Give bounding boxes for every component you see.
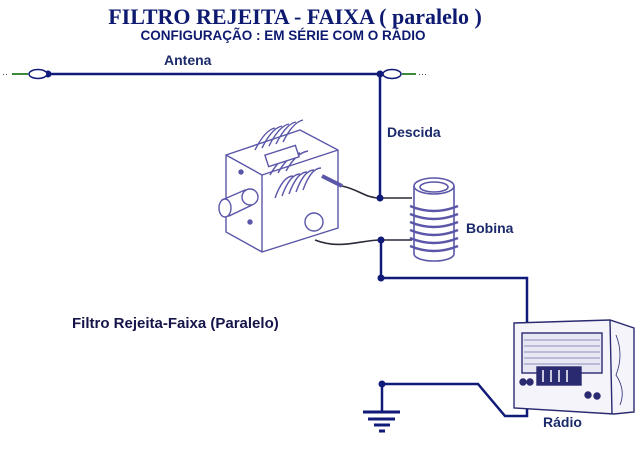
coil-label: Bobina bbox=[466, 220, 514, 236]
downlead-label: Descida bbox=[387, 124, 441, 140]
radio-label: Rádio bbox=[543, 414, 582, 430]
radio-icon bbox=[513, 319, 635, 415]
variable-capacitor-icon bbox=[218, 119, 343, 253]
svg-text:··: ·· bbox=[2, 69, 8, 79]
filter-label: Filtro Rejeita-Faixa (Paralelo) bbox=[72, 315, 279, 332]
diagram-subtitle: CONFIGURAÇÃO : EM SÉRIE COM O RÁDIO bbox=[140, 28, 426, 43]
ground-symbol-icon bbox=[363, 410, 400, 433]
diagram-title: FILTRO REJEITA - FAIXA ( paralelo ) bbox=[108, 4, 482, 29]
wires bbox=[48, 72, 529, 418]
coil-icon bbox=[409, 177, 459, 262]
right-insulator-icon: ··· bbox=[382, 68, 427, 80]
svg-text:···: ··· bbox=[418, 69, 427, 79]
radio-ground-wire bbox=[382, 382, 529, 418]
radio-antenna-wire bbox=[379, 240, 529, 322]
left-insulator-icon: ·· bbox=[2, 68, 48, 80]
antenna-label: Antena bbox=[164, 52, 212, 68]
